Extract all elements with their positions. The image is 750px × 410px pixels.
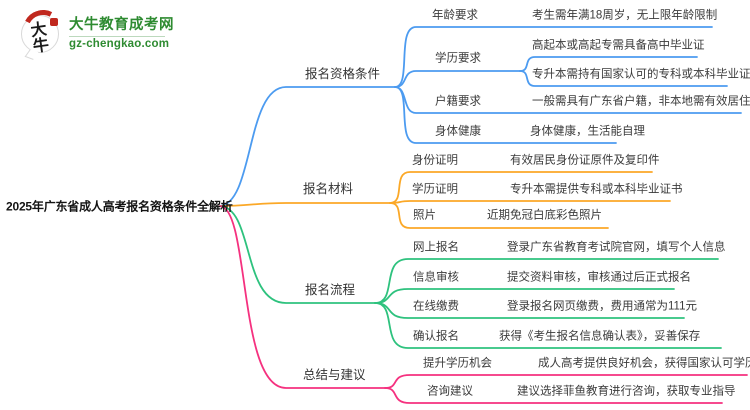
- branch-summary-label: 总结与建议: [303, 367, 366, 382]
- topic-label: 网上报名: [413, 241, 459, 254]
- connector-line: [219, 205, 376, 304]
- topic-detail: 有效居民身份证原件及复印件: [510, 154, 660, 167]
- topic-detail: 近期免冠白底彩色照片: [487, 209, 602, 222]
- connector-line: [374, 258, 719, 304]
- connector-line: [389, 171, 653, 204]
- topic-label: 信息审核: [413, 271, 459, 284]
- connector-line: [384, 387, 723, 404]
- topic-detail: 提交资料审核，审核通过后正式报名: [507, 271, 691, 284]
- topic-label: 学历证明: [412, 183, 458, 196]
- topic-detail: 登录报名网页缴费，费用通常为111元: [507, 300, 697, 313]
- branch-qualifications-lines: [219, 26, 742, 207]
- topic-label: 确认报名: [413, 330, 459, 343]
- branch-summary-lines: [219, 205, 748, 404]
- connector-line: [519, 70, 728, 87]
- connector-line: [219, 205, 386, 389]
- logo-badge: 大牛: [17, 4, 69, 60]
- topic-detail: 成人高考提供良好机会，获得国家认可学历: [538, 357, 750, 370]
- topic-label: 年龄要求: [432, 9, 478, 22]
- topic-label: 身份证明: [412, 154, 458, 167]
- topic-label: 在线缴费: [413, 300, 459, 313]
- topic-label: 学历要求: [435, 52, 481, 65]
- connector-line: [219, 202, 391, 207]
- branch-process-label: 报名流程: [305, 282, 356, 297]
- topic-label: 身体健康: [435, 125, 481, 138]
- topic-detail: 专升本需持有国家认可的专科或本科毕业证: [532, 68, 750, 81]
- connector-line: [394, 86, 617, 144]
- topic-label: 咨询建议: [427, 385, 473, 398]
- connector-line: [389, 202, 609, 229]
- site-logo[interactable]: 大牛 大牛教育成考网 gz-chengkao.com: [17, 4, 174, 60]
- central-topic: 2025年广东省成人高考报名资格条件全解析: [6, 199, 233, 214]
- topic-detail: 一般需具有广东省户籍，非本地需有效居住证: [532, 95, 750, 108]
- connector-line: [374, 302, 722, 349]
- topic-label: 提升学历机会: [423, 357, 492, 370]
- branch-materials-lines: [219, 171, 671, 229]
- logo-red-seal-icon: [50, 18, 58, 26]
- branch-materials-label: 报名材料: [303, 181, 354, 196]
- connector-line: [394, 70, 521, 88]
- logo-text-column: 大牛教育成考网 gz-chengkao.com: [69, 10, 174, 50]
- branch-process-lines: [219, 205, 722, 349]
- connector-line: [389, 200, 671, 204]
- connector-groups: [219, 26, 748, 404]
- connector-line: [394, 26, 713, 88]
- topic-detail: 登录广东省教育考试院官网，填写个人信息: [507, 241, 726, 254]
- connector-line: [219, 86, 396, 207]
- topic-detail: 专升本需提供专科或本科毕业证书: [510, 183, 683, 196]
- topic-label: 户籍要求: [435, 95, 481, 108]
- site-name: 大牛教育成考网: [69, 17, 174, 33]
- connector-line: [374, 288, 675, 304]
- logo-divider: [69, 35, 165, 37]
- topic-detail: 身体健康，生活能自理: [530, 125, 645, 138]
- site-domain: gz-chengkao.com: [69, 37, 170, 50]
- branch-qualifications-label: 报名资格条件: [305, 66, 381, 81]
- topic-detail: 建议选择菲鱼教育进行咨询，获取专业指导: [517, 385, 736, 398]
- topic-detail: 获得《考生报名信息确认表》，妥善保存: [499, 330, 701, 343]
- topic-detail: 考生需年满18周岁，无上限年龄限制: [532, 9, 718, 22]
- topic-label: 照片: [413, 209, 436, 222]
- topic-detail: 高起本或高起专需具备高中毕业证: [532, 39, 705, 52]
